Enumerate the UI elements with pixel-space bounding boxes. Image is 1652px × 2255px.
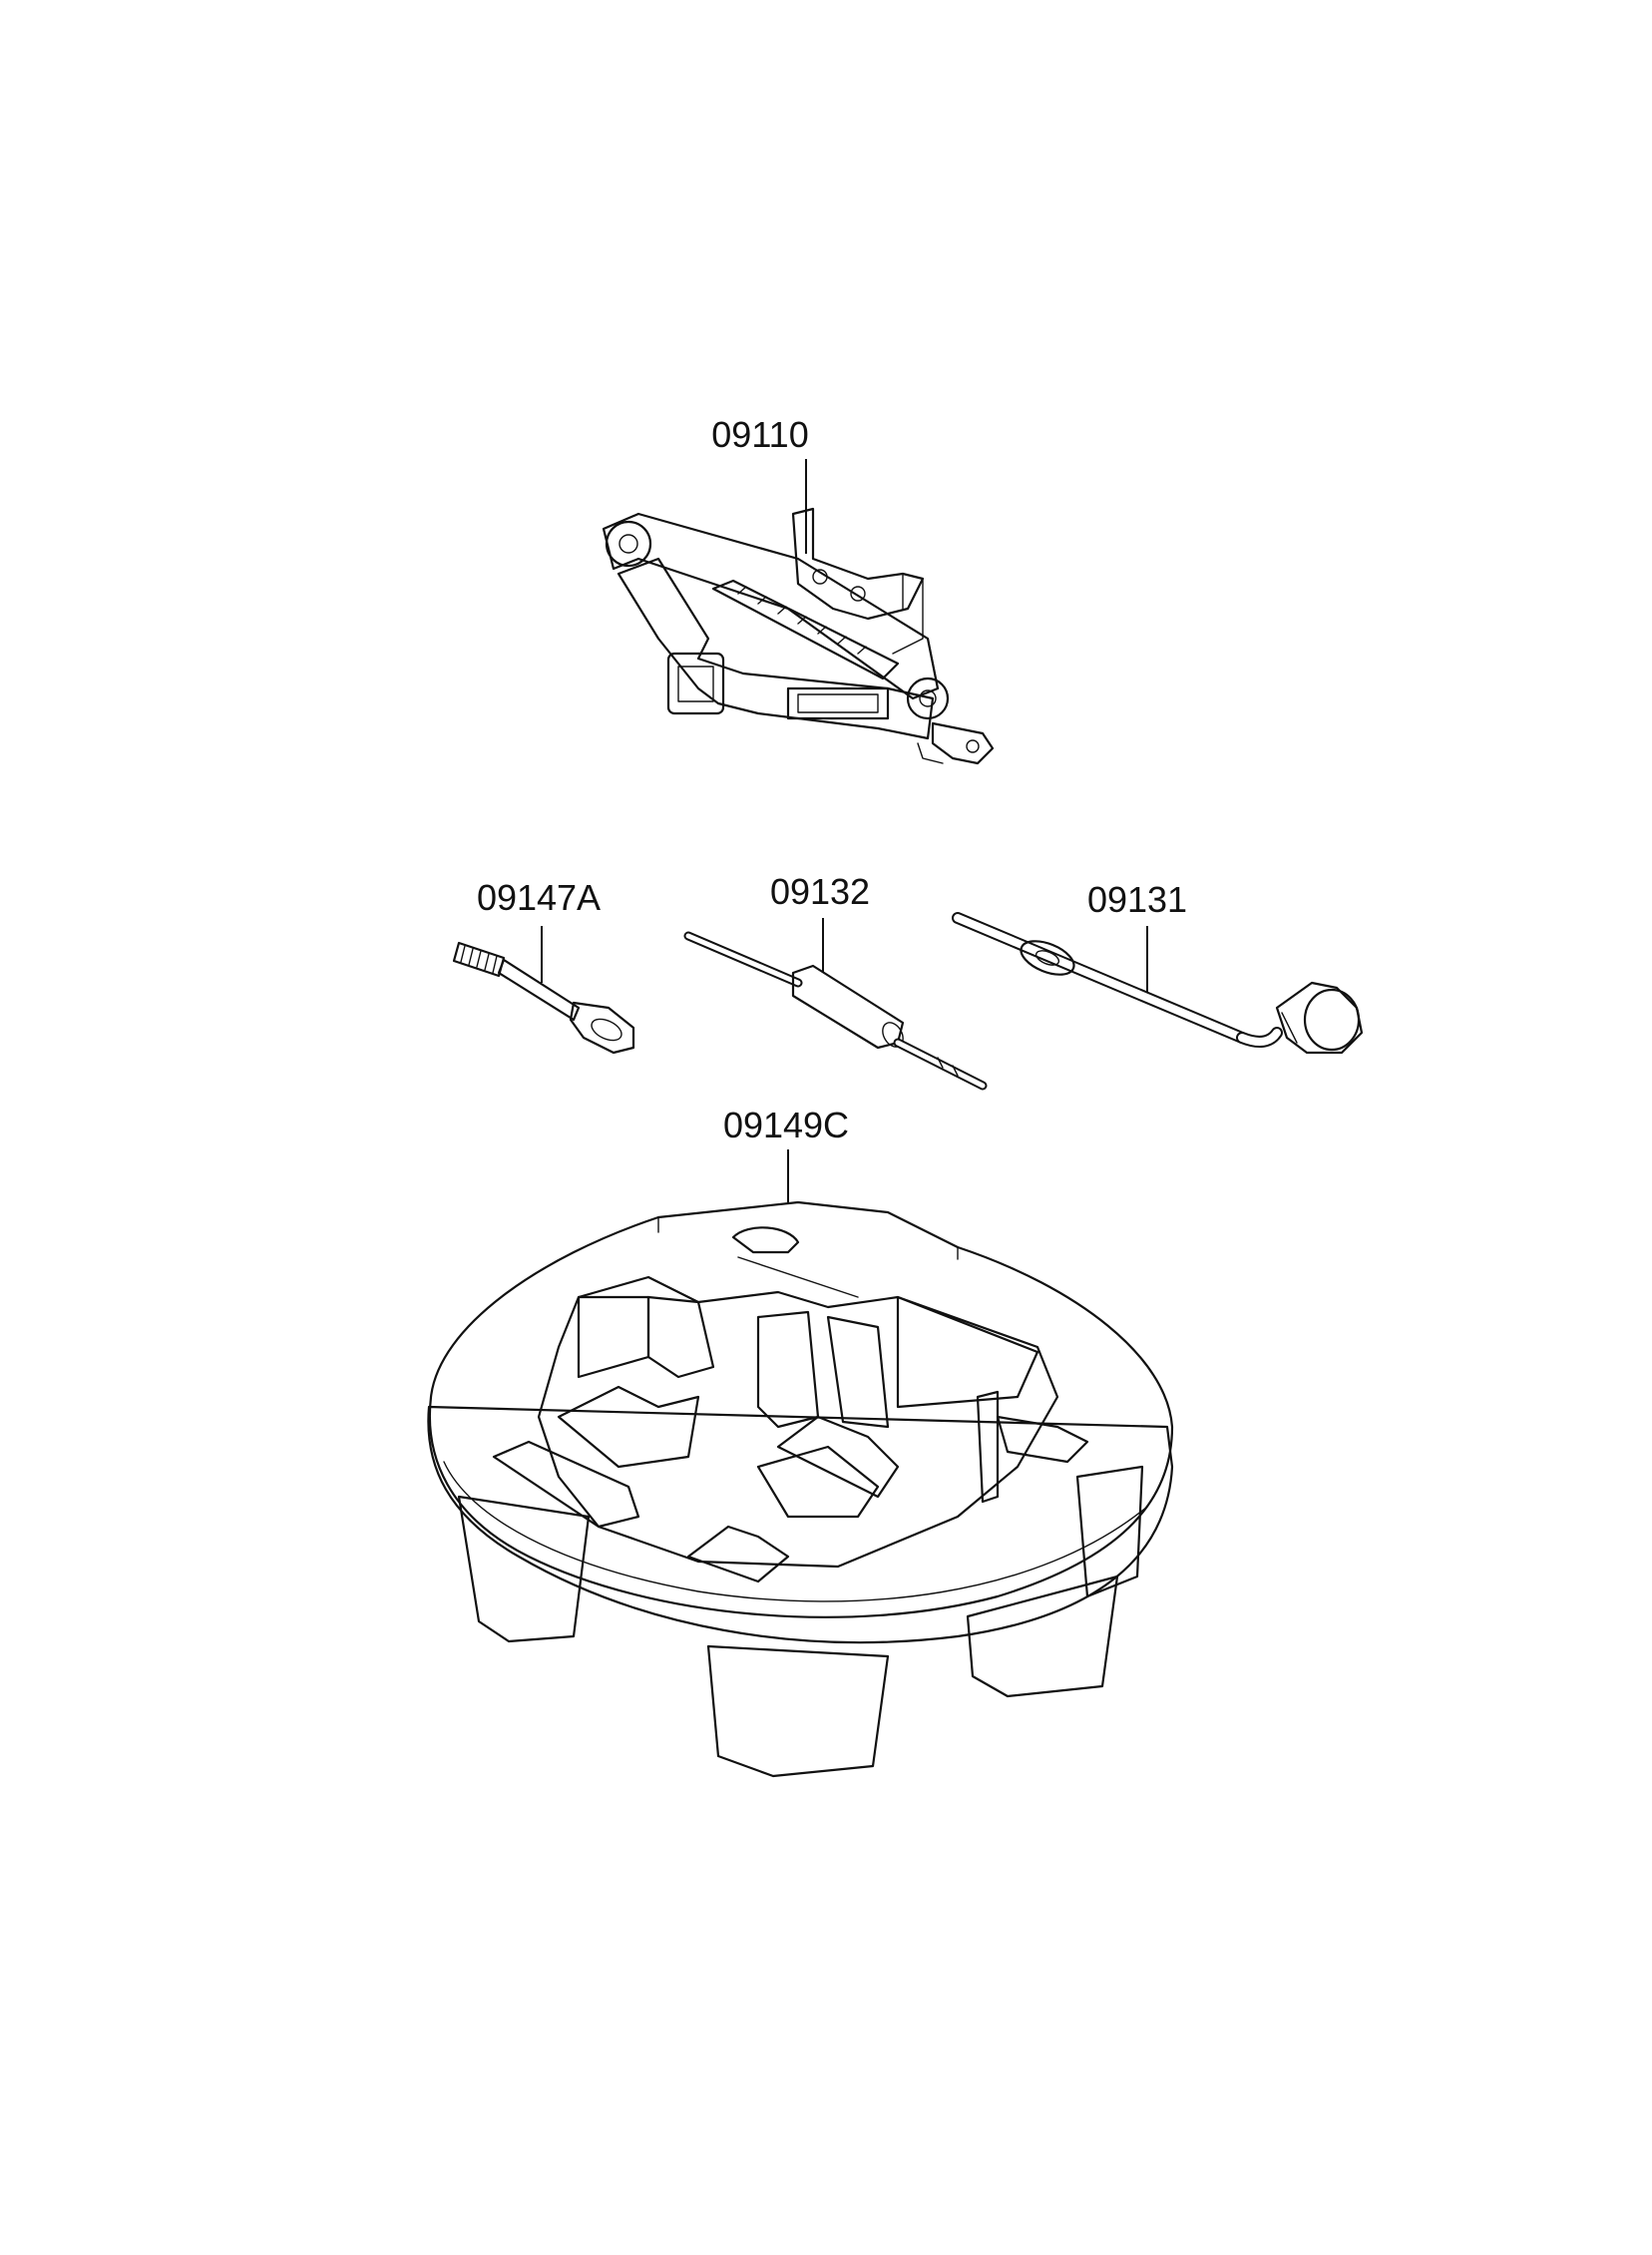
jack-handle-label: 09132 <box>770 871 870 912</box>
lug-wrench-part: 09131 <box>952 879 1364 1055</box>
tool-tray-label: 09149C <box>723 1105 849 1145</box>
lug-wrench-label: 09131 <box>1087 879 1187 920</box>
tow-hook-part: 09147A <box>452 877 635 1055</box>
jack-handle-part: 09132 <box>679 871 988 1091</box>
jack-label: 09110 <box>711 414 808 455</box>
jack-part: 09110 <box>602 414 995 765</box>
tool-tray-part: 09149C <box>427 1105 1174 1778</box>
tow-hook-label: 09147A <box>477 877 601 918</box>
